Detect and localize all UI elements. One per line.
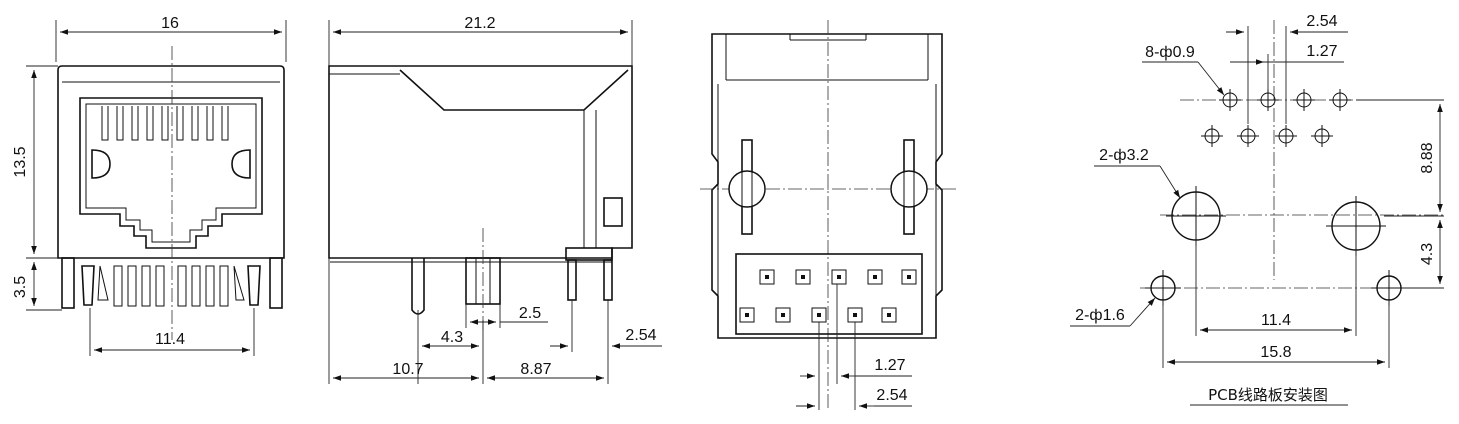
pcb-layout: 2.54 1.27 8-ф0.9 2-ф3.2 2-ф1.6 8.88 4.3 … — [1070, 13, 1444, 406]
pcb-half-pitch-label: 1.27 — [1306, 43, 1337, 60]
side-view: 21.2 10.7 8.87 4.3 2. — [328, 15, 662, 384]
bottom-view: 1.27 2.54 — [700, 20, 956, 410]
front-pin-height-label: 3.5 — [12, 276, 29, 298]
pcb-row-to-post-label: 8.88 — [1419, 142, 1436, 173]
pcb-shield-span-label: 15.8 — [1260, 344, 1291, 361]
front-width-label: 16 — [161, 15, 179, 32]
pcb-signal-holes-label: 8-ф0.9 — [1145, 44, 1195, 61]
pcb-pitch-label: 2.54 — [1306, 13, 1337, 30]
pcb-post-holes-label: 2-ф3.2 — [1099, 147, 1149, 164]
pcb-post-to-shield-label: 4.3 — [1419, 243, 1436, 265]
side-length-label: 21.2 — [464, 15, 495, 32]
side-post-dia-label: 2.5 — [519, 305, 541, 322]
front-view: 16 — [12, 15, 287, 356]
pcb-shield-holes-label: 2-ф1.6 — [1075, 307, 1125, 324]
signal-holes — [1201, 89, 1351, 147]
side-post-spacing-label: 4.3 — [441, 329, 463, 346]
front-pin-span-label: 11.4 — [155, 331, 185, 348]
pcb-post-span-label: 11.4 — [1261, 312, 1291, 329]
side-pin-offset-label: 8.87 — [520, 361, 551, 378]
bottom-pitch-label: 2.54 — [876, 387, 907, 404]
bottom-half-pitch-label: 1.27 — [874, 357, 905, 374]
side-pin-pitch-label: 2.54 — [625, 327, 656, 344]
side-post-offset-label: 10.7 — [392, 361, 423, 378]
pcb-caption: PCB线路板安装图 — [1208, 386, 1328, 404]
front-height-label: 13.5 — [12, 146, 29, 177]
